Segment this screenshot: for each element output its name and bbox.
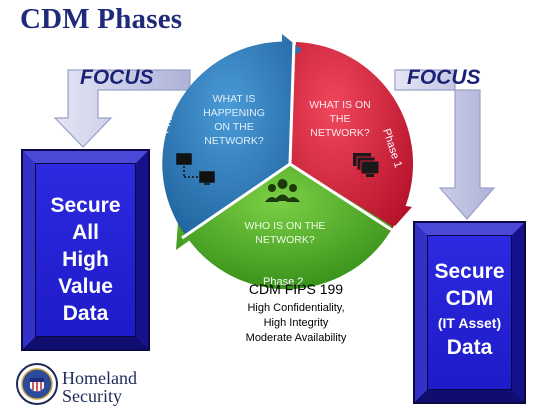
phase3-question-3: ON THE: [214, 121, 253, 133]
fips-title: CDM FIPS 199: [248, 281, 344, 297]
phase2-question-2: NETWORK?: [255, 234, 315, 246]
left-box-line-4: Value: [58, 275, 113, 298]
right-box-line-1: Secure: [434, 260, 505, 283]
phase2-question-1: WHO IS ON THE: [245, 220, 326, 232]
fips-line-3: Moderate Availability: [245, 332, 347, 344]
fips-line-1: High Confidentiality,: [247, 302, 345, 314]
phase3-question-2: HAPPENING: [203, 107, 265, 119]
right-box-line-2: CDM: [445, 287, 494, 310]
monitors-icon: [353, 153, 380, 177]
phase1-question-2: THE: [330, 113, 351, 125]
phase1-question-3: NETWORK?: [310, 127, 370, 139]
network-computers-icon: [176, 153, 215, 185]
left-box-line-1: Secure: [50, 194, 121, 217]
left-focus-arrow: [53, 69, 191, 148]
right-focus-arrow: [394, 69, 496, 220]
left-box-line-5: Data: [62, 302, 109, 325]
right-box-line-3: (IT Asset): [437, 315, 502, 331]
focus-label-left: FOCUS: [80, 66, 154, 89]
left-box-line-3: High: [62, 248, 109, 271]
phase1-question-1: WHAT IS ON: [309, 99, 370, 111]
focus-label-right: FOCUS: [407, 66, 481, 89]
dhs-wordmark-line1: Homeland: [62, 368, 137, 388]
right-box-line-4: Data: [446, 336, 493, 359]
phase3-question-1: WHAT IS: [213, 93, 256, 105]
fips-line-2: High Integrity: [263, 317, 329, 329]
page-title: CDM Phases: [20, 3, 183, 35]
left-secure-box: Secure All High Value Data: [21, 149, 150, 351]
people-icon: [265, 179, 300, 202]
phase3-question-4: NETWORK?: [204, 135, 264, 147]
right-secure-box: Secure CDM (IT Asset) Data: [413, 221, 526, 404]
phase2-label: Phase 2: [263, 276, 303, 288]
left-box-line-2: All: [72, 221, 99, 244]
dhs-wordmark-line2: Security: [62, 386, 122, 406]
